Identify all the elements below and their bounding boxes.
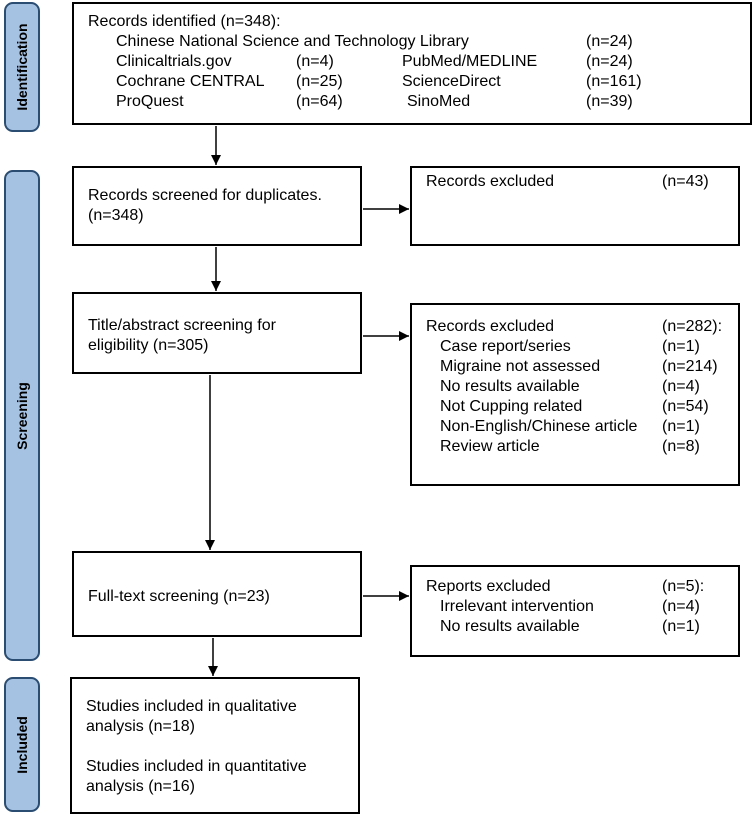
source-count: (n=25) bbox=[296, 73, 343, 90]
exclusion-count: (n=1) bbox=[662, 418, 700, 435]
phase-screening-label: Screening bbox=[14, 381, 30, 450]
source-count: (n=24) bbox=[586, 53, 633, 70]
exclusion-reason: Not Cupping related bbox=[440, 398, 583, 415]
title-abstract-line1: Title/abstract screening for bbox=[88, 317, 276, 334]
exclusion-reason: Migraine not assessed bbox=[440, 358, 601, 375]
excluded-ft-count: (n=5): bbox=[662, 578, 705, 595]
full-text-box: Full-text screening (n=23) bbox=[72, 551, 362, 637]
source-count: (n=24) bbox=[586, 33, 633, 50]
exclusion-reason: Irrelevant intervention bbox=[440, 598, 594, 615]
included-qual-line1: Studies included in qualitative bbox=[86, 698, 297, 715]
included-quant-line2: analysis (n=16) bbox=[86, 778, 195, 795]
excluded-ft-label: Reports excluded bbox=[426, 578, 551, 595]
title-abstract-line2: eligibility (n=305) bbox=[88, 337, 209, 354]
phase-identification: Identification bbox=[4, 2, 40, 132]
phase-identification-label: Identification bbox=[14, 23, 30, 111]
included-box: Studies included in qualitative analysis… bbox=[70, 677, 360, 814]
source-count: (n=4) bbox=[296, 53, 334, 70]
phase-included: Included bbox=[4, 677, 40, 812]
source-name: ScienceDirect bbox=[402, 73, 501, 90]
source-name: Clinicaltrials.gov bbox=[116, 53, 232, 70]
source-count: (n=39) bbox=[586, 93, 633, 110]
exclusion-reason: No results available bbox=[440, 378, 580, 395]
excluded-duplicates-count: (n=43) bbox=[662, 173, 709, 190]
excluded-ta-count: (n=282): bbox=[662, 318, 723, 335]
exclusion-count: (n=8) bbox=[662, 438, 700, 455]
screened-duplicates-line2: (n=348) bbox=[88, 207, 144, 224]
exclusion-count: (n=1) bbox=[662, 618, 700, 635]
source-count: (n=64) bbox=[296, 93, 343, 110]
included-quant-line1: Studies included in quantitative bbox=[86, 758, 307, 775]
exclusion-count: (n=54) bbox=[662, 398, 709, 415]
screened-duplicates-line1: Records screened for duplicates. bbox=[88, 187, 322, 204]
exclusion-count: (n=1) bbox=[662, 338, 700, 355]
phase-screening: Screening bbox=[4, 170, 40, 661]
exclusion-reason: Non-English/Chinese article bbox=[440, 418, 638, 435]
phase-included-label: Included bbox=[14, 715, 30, 774]
included-qual-line2: analysis (n=18) bbox=[86, 718, 195, 735]
source-name: Cochrane CENTRAL bbox=[116, 73, 265, 90]
exclusion-reason: Case report/series bbox=[440, 338, 571, 355]
exclusion-count: (n=4) bbox=[662, 598, 700, 615]
excluded-title-abstract-box: Records excluded (n=282): Case report/se… bbox=[410, 303, 740, 486]
excluded-duplicates-box: Records excluded (n=43) bbox=[410, 166, 740, 246]
exclusion-reason: No results available bbox=[440, 618, 580, 635]
records-identified-title: Records identified (n=348): bbox=[88, 13, 281, 30]
excluded-duplicates-label: Records excluded bbox=[426, 173, 555, 190]
source-name: Chinese National Science and Technology … bbox=[116, 33, 469, 50]
excluded-ta-label: Records excluded bbox=[426, 318, 555, 335]
source-name: PubMed/MEDLINE bbox=[402, 53, 538, 70]
records-identified-box: Records identified (n=348): Chinese Nati… bbox=[72, 2, 752, 125]
source-name: ProQuest bbox=[116, 93, 184, 110]
source-name: SinoMed bbox=[407, 93, 471, 110]
excluded-full-text-box: Reports excluded (n=5): Irrelevant inter… bbox=[410, 565, 740, 657]
screened-duplicates-box: Records screened for duplicates. (n=348) bbox=[72, 166, 362, 246]
exclusion-count: (n=214) bbox=[662, 358, 718, 375]
full-text-label: Full-text screening (n=23) bbox=[88, 588, 270, 605]
exclusion-reason: Review article bbox=[440, 438, 540, 455]
exclusion-count: (n=4) bbox=[662, 378, 700, 395]
source-count: (n=161) bbox=[586, 73, 642, 90]
title-abstract-box: Title/abstract screening for eligibility… bbox=[72, 292, 362, 374]
